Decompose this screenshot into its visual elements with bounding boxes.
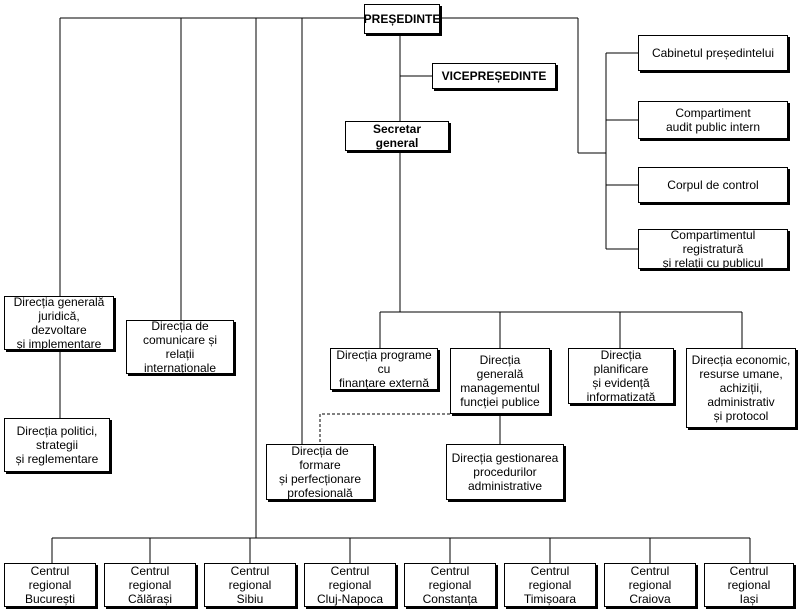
- gestionare-box: Direcția gestionarea procedurilor admini…: [446, 444, 564, 500]
- regional-cluj-box: Centrul regional Cluj-Napoca: [304, 563, 396, 607]
- presedinte-box: PREȘEDINTE: [364, 4, 440, 34]
- regional-sibiu-box: Centrul regional Sibiu: [204, 563, 296, 607]
- planificare-box: Direcția planificare și evidență informa…: [568, 348, 674, 404]
- control-box: Corpul de control: [638, 167, 788, 203]
- formare-box: Direcția de formare și perfecționare pro…: [266, 444, 374, 500]
- programe-box: Direcția programe cu finanțare externă: [330, 348, 438, 390]
- regional-calarasi-box: Centrul regional Călărași: [104, 563, 196, 607]
- regional-iasi-box: Centrul regional Iași: [704, 563, 794, 607]
- management-box: Direcția generală managementul funcției …: [450, 348, 550, 414]
- juridica-box: Direcția generală juridică, dezvoltare ș…: [4, 295, 114, 351]
- regional-constanta-box: Centrul regional Constanța: [404, 563, 496, 607]
- politici-box: Direcția politici, strategii și reglemen…: [4, 418, 110, 472]
- regional-timisoara-box: Centrul regional Timișoara: [504, 563, 596, 607]
- cabinet-box: Cabinetul președintelui: [638, 35, 788, 71]
- regional-bucuresti-box: Centrul regional București: [4, 563, 96, 607]
- audit-box: Compartiment audit public intern: [638, 101, 788, 139]
- secretar-general-box: Secretar general: [345, 121, 449, 151]
- regional-craiova-box: Centrul regional Craiova: [604, 563, 696, 607]
- comunicare-box: Direcția de comunicare și relații intern…: [126, 319, 234, 375]
- economic-box: Direcția economic, resurse umane, achizi…: [686, 348, 796, 428]
- registratura-box: Compartimentul registratură și relații c…: [638, 228, 788, 270]
- vicepresedinte-box: VICEPREȘEDINTE: [432, 63, 556, 89]
